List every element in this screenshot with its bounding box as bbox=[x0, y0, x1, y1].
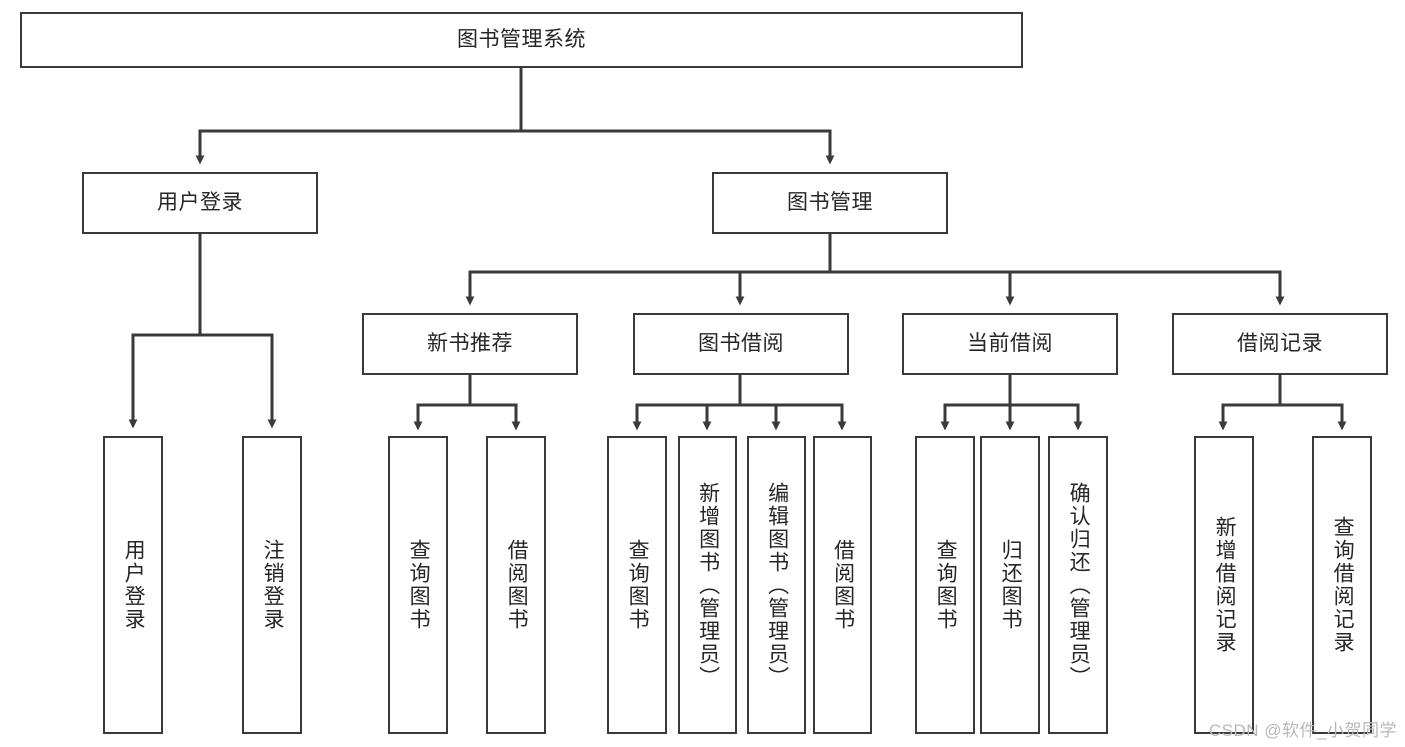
node-leaf-query-book-1[interactable]: 查询图书 bbox=[388, 436, 448, 734]
node-book-management[interactable]: 图书管理 bbox=[712, 172, 948, 234]
node-leaf-borrow-book-1[interactable]: 借阅图书 bbox=[486, 436, 546, 734]
node-leaf-query-record-label: 查询借阅记录 bbox=[1331, 516, 1355, 654]
node-leaf-add-record-label: 新增借阅记录 bbox=[1213, 516, 1237, 654]
node-leaf-edit-book-label: 编辑图书（管理员） bbox=[765, 481, 789, 689]
node-leaf-user-login[interactable]: 用户登录 bbox=[103, 436, 163, 734]
node-leaf-query-book-2-label: 查询图书 bbox=[626, 539, 650, 631]
node-new-book-recommend-label: 新书推荐 bbox=[427, 331, 513, 355]
node-leaf-query-book-2[interactable]: 查询图书 bbox=[607, 436, 667, 734]
node-leaf-user-login-label: 用户登录 bbox=[122, 539, 146, 631]
node-borrow-record-label: 借阅记录 bbox=[1237, 331, 1323, 355]
node-book-borrow-label: 图书借阅 bbox=[698, 331, 784, 355]
node-root-book-management-system[interactable]: 图书管理系统 bbox=[20, 12, 1023, 68]
node-leaf-add-book-label: 新增图书（管理员） bbox=[696, 481, 720, 689]
node-current-borrow-label: 当前借阅 bbox=[967, 331, 1053, 355]
node-current-borrow[interactable]: 当前借阅 bbox=[902, 313, 1118, 375]
node-leaf-add-record[interactable]: 新增借阅记录 bbox=[1194, 436, 1254, 734]
node-leaf-confirm-return-label: 确认归还（管理员） bbox=[1067, 481, 1091, 689]
node-leaf-add-book[interactable]: 新增图书（管理员） bbox=[678, 436, 737, 734]
csdn-watermark: CSDN @软件_小贺同学 bbox=[1208, 721, 1397, 740]
node-new-book-recommend[interactable]: 新书推荐 bbox=[362, 313, 578, 375]
node-book-management-label: 图书管理 bbox=[787, 190, 873, 214]
node-leaf-confirm-return[interactable]: 确认归还（管理员） bbox=[1048, 436, 1108, 734]
node-leaf-query-book-3-label: 查询图书 bbox=[934, 539, 958, 631]
node-leaf-borrow-book-2[interactable]: 借阅图书 bbox=[813, 436, 872, 734]
node-root-label: 图书管理系统 bbox=[457, 27, 586, 51]
node-leaf-return-book-label: 归还图书 bbox=[999, 539, 1023, 631]
node-leaf-return-book[interactable]: 归还图书 bbox=[980, 436, 1040, 734]
node-leaf-query-book-3[interactable]: 查询图书 bbox=[915, 436, 975, 734]
node-borrow-record[interactable]: 借阅记录 bbox=[1172, 313, 1388, 375]
node-user-login[interactable]: 用户登录 bbox=[82, 172, 318, 234]
node-leaf-query-record[interactable]: 查询借阅记录 bbox=[1312, 436, 1372, 734]
node-leaf-edit-book[interactable]: 编辑图书（管理员） bbox=[747, 436, 806, 734]
node-leaf-query-book-1-label: 查询图书 bbox=[407, 539, 431, 631]
node-leaf-logout[interactable]: 注销登录 bbox=[242, 436, 302, 734]
node-leaf-borrow-book-2-label: 借阅图书 bbox=[831, 539, 855, 631]
node-leaf-borrow-book-1-label: 借阅图书 bbox=[505, 539, 529, 631]
node-book-borrow[interactable]: 图书借阅 bbox=[633, 313, 849, 375]
node-user-login-label: 用户登录 bbox=[157, 190, 243, 214]
node-leaf-logout-label: 注销登录 bbox=[261, 539, 285, 631]
